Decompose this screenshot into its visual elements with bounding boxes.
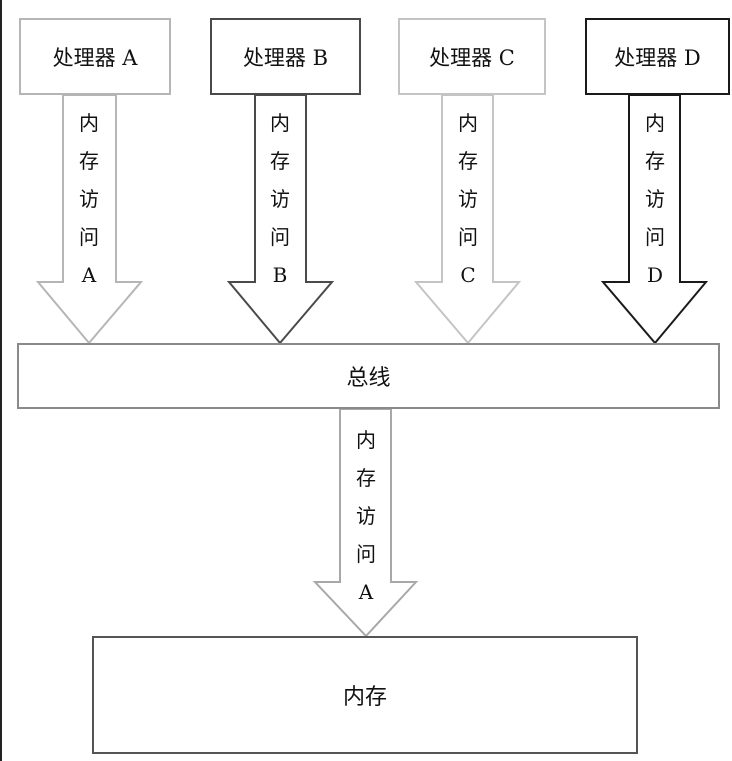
access-bus-char-2: 存 [356, 466, 376, 490]
arrow-processor-a [35, 94, 144, 345]
access-b-char-4: 问 [270, 225, 290, 249]
access-d-char-3: 访 [645, 187, 665, 211]
memory-label: 内存 [342, 685, 387, 710]
access-a-char-1: 内 [79, 111, 99, 135]
bus-box: 总线 [17, 343, 720, 409]
left-border [0, 0, 2, 761]
access-a-char-3: 访 [79, 187, 99, 211]
access-a-char-5: A [81, 263, 97, 287]
bus-label: 总线 [346, 366, 391, 391]
processor-d-label: 处理器 D [614, 45, 701, 70]
arrow-processor-b [226, 94, 335, 345]
access-label-a: 内 存 访 问 A [74, 104, 104, 294]
processor-a-box: 处理器 A [19, 18, 171, 95]
processor-c-label: 处理器 C [429, 45, 515, 70]
access-b-char-2: 存 [270, 149, 290, 173]
access-label-bus: 内 存 访 问 A [351, 421, 381, 611]
access-b-char-3: 访 [270, 187, 290, 211]
access-d-char-1: 内 [645, 111, 665, 135]
access-label-c: 内 存 访 问 C [453, 104, 483, 294]
arrow-processor-d [600, 94, 709, 345]
processor-b-box: 处理器 B [210, 18, 361, 95]
access-c-char-1: 内 [458, 111, 478, 135]
access-bus-char-3: 访 [356, 504, 376, 528]
access-bus-char-4: 问 [356, 542, 376, 566]
processor-b-label: 处理器 B [242, 45, 329, 70]
arrow-bus-to-memory [312, 408, 419, 638]
access-d-char-2: 存 [645, 149, 665, 173]
access-label-d: 内 存 访 问 D [640, 104, 670, 294]
access-c-char-4: 问 [458, 225, 478, 249]
processor-a-label: 处理器 A [52, 45, 138, 70]
access-bus-char-5: A [358, 580, 374, 604]
access-c-char-2: 存 [458, 149, 478, 173]
access-bus-char-1: 内 [356, 428, 376, 452]
access-b-char-1: 内 [270, 111, 290, 135]
arrow-processor-c [413, 94, 522, 345]
access-c-char-3: 访 [458, 187, 478, 211]
access-d-char-4: 问 [645, 225, 665, 249]
processor-d-box: 处理器 D [585, 18, 730, 95]
memory-box: 内存 [92, 636, 638, 754]
access-b-char-5: B [272, 263, 288, 287]
processor-c-box: 处理器 C [398, 18, 546, 95]
access-c-char-5: C [460, 263, 476, 287]
access-d-char-5: D [646, 263, 664, 287]
access-label-b: 内 存 访 问 B [265, 104, 295, 294]
access-a-char-4: 问 [79, 225, 99, 249]
access-a-char-2: 存 [79, 149, 99, 173]
